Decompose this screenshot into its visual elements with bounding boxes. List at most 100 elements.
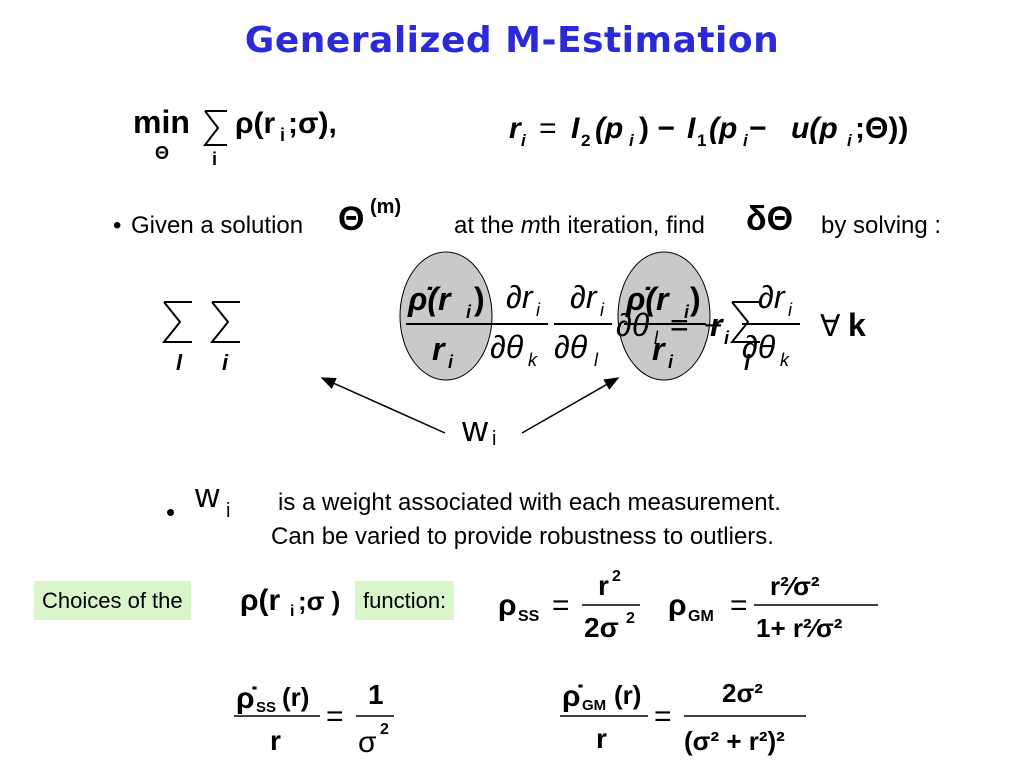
rho-ss-num: r <box>598 570 609 601</box>
rho-gm-eq: = <box>730 589 748 622</box>
rho-gm-num: r²⁄σ² <box>770 571 820 601</box>
sum-symbol <box>202 110 227 146</box>
res-p2-sub: i <box>743 131 749 150</box>
weight-ellipse-right <box>617 251 711 381</box>
frac1-den: r <box>432 331 446 367</box>
rho-close: ;σ), <box>288 107 337 140</box>
drho-ss-arg: (r) <box>282 682 309 712</box>
sum-l-symbol <box>161 301 192 343</box>
frac5-den: ∂θ <box>742 329 776 365</box>
bullet1-text-c: by solving : <box>821 212 942 239</box>
frac2-den-sub: k <box>528 350 538 370</box>
main-equation: l i ρ̇(r i ) r i ∂r i ∂θ k ∂r i ∂θ l ∂θ … <box>161 251 760 381</box>
delta-theta-symbol: δΘ <box>746 200 794 238</box>
drho-ss-sub: SS <box>256 699 276 716</box>
bullet1-text-b-m: m <box>520 212 541 239</box>
drho-gm-eq: = <box>654 700 672 733</box>
frac4-den-sub: i <box>668 352 674 372</box>
choices-rho: ρ(r i ;σ ) <box>240 584 340 620</box>
rho-ss-derivative: ρ̇ SS (r) r = 1 σ 2 <box>234 679 394 759</box>
frac4-num: ρ̇(r <box>625 281 670 317</box>
drho-ss-rhs-den: σ <box>358 726 377 759</box>
drho-ss-rhs-sup: 2 <box>380 721 389 738</box>
frac2-den: ∂θ <box>490 329 524 365</box>
sum-i-sub: i <box>222 350 229 375</box>
rho-gm-derivative: ρ̇ GM (r) r = 2σ² (σ² + r²)² <box>560 678 806 756</box>
drho-ss-eq: = <box>326 700 344 733</box>
theta-symbol: Θ <box>338 200 365 238</box>
arrow-right <box>521 377 620 434</box>
weight-ellipse-left <box>399 251 493 381</box>
rho-ss-eq: = <box>552 589 570 622</box>
frac1-den-sub: i <box>448 352 454 372</box>
drho-gm-arg: (r) <box>614 680 641 710</box>
residual-formula: r i = I 2 (p i ) − I 1 (p i − u(p i ;Θ)) <box>509 112 908 150</box>
rho-gm-sub: GM <box>688 608 714 625</box>
frac3-num-sub: i <box>600 300 605 320</box>
bullet2-line1: is a weight associated with each measure… <box>278 489 781 516</box>
bullet2-symbol: w <box>195 477 220 515</box>
frac3-den: ∂θ <box>554 329 588 365</box>
bullet1-text-b-2: th iteration, find <box>540 212 705 239</box>
rho-ss-sub: SS <box>518 608 540 625</box>
rho-ss-lhs: ρ <box>498 589 517 622</box>
res-eq: = <box>539 112 557 145</box>
weight-arrows <box>320 377 620 434</box>
dtheta-l-sub: l <box>654 328 659 348</box>
objective-formula: min Θ i ρ(r i ;σ), <box>133 104 337 169</box>
bullet1-marker: • <box>113 212 122 239</box>
forall-symbol: ∀ <box>820 310 841 343</box>
res-p2: (p <box>709 112 737 145</box>
frac3-num: ∂r <box>570 279 598 315</box>
rho-gm-formula: ρ GM = r²⁄σ² 1+ r²⁄σ² <box>668 571 878 643</box>
choices-rho-sub: i <box>290 603 294 620</box>
res-p1-sub: i <box>629 131 635 150</box>
rho-gm-lhs: ρ <box>668 589 687 622</box>
choices-rho-main: ρ(r <box>240 584 281 617</box>
drho-gm-den: r <box>596 723 607 754</box>
sum-i-symbol <box>209 301 240 343</box>
frac1-num-sub: i <box>466 302 472 322</box>
frac5-num: ∂r <box>758 279 786 315</box>
rho-ss-formula: ρ SS = r 2 2σ 2 <box>498 568 640 643</box>
frac3-den-sub: l <box>594 350 599 370</box>
main-equation-right: ρ̇(r i ) r i r i ∂r i ∂θ k ∀ k <box>624 279 866 372</box>
min-word: min <box>133 104 190 140</box>
drho-ss-lhs: ρ̇ <box>236 682 258 715</box>
drho-ss-rhs-num: 1 <box>368 679 384 710</box>
bullet2-marker: • <box>166 497 176 527</box>
res-minus1: ) − <box>639 112 675 145</box>
res-lhs-sub: i <box>521 131 527 150</box>
res-u-sub: i <box>847 131 853 150</box>
choices-label-b: function: <box>355 581 455 620</box>
min-subscript: Θ <box>155 143 169 163</box>
slide-title: Generalized M-Estimation <box>244 20 780 61</box>
frac5-den-sub: k <box>780 350 790 370</box>
forall-k: k <box>848 307 866 343</box>
drho-gm-sub: GM <box>582 697 606 714</box>
rho-subscript: i <box>280 125 285 145</box>
res-u: u(p <box>791 112 838 145</box>
frac2-num: ∂r <box>506 279 534 315</box>
res-theta: ;Θ)) <box>855 112 908 145</box>
arrow-left <box>320 377 446 434</box>
rho-ss-num-sup: 2 <box>612 568 621 585</box>
sum-right-sub: i <box>744 350 751 375</box>
r-factor: r <box>710 307 724 343</box>
bullet2-line2: Can be varied to provide robustness to o… <box>271 523 774 550</box>
drho-gm-lhs: ρ̇ <box>562 680 584 713</box>
rho-open: ρ(r <box>235 107 276 140</box>
r-factor-sub: i <box>724 328 730 348</box>
sum-subscript: i <box>212 149 217 169</box>
frac1-num: ρ̇(r <box>407 281 452 317</box>
sum-right-symbol <box>729 301 760 343</box>
main-eq-minus: − <box>704 307 723 343</box>
res-minus2: − <box>749 112 767 145</box>
res-i1-sub: 1 <box>697 131 706 150</box>
drho-gm-rhs-num: 2σ² <box>722 678 763 708</box>
weight-label-sub: i <box>492 428 497 450</box>
sum-l-sub: l <box>176 350 183 375</box>
choices-rho-rest: ;σ ) <box>298 586 340 616</box>
res-i1: I <box>687 112 696 145</box>
frac5-num-sub: i <box>788 300 793 320</box>
